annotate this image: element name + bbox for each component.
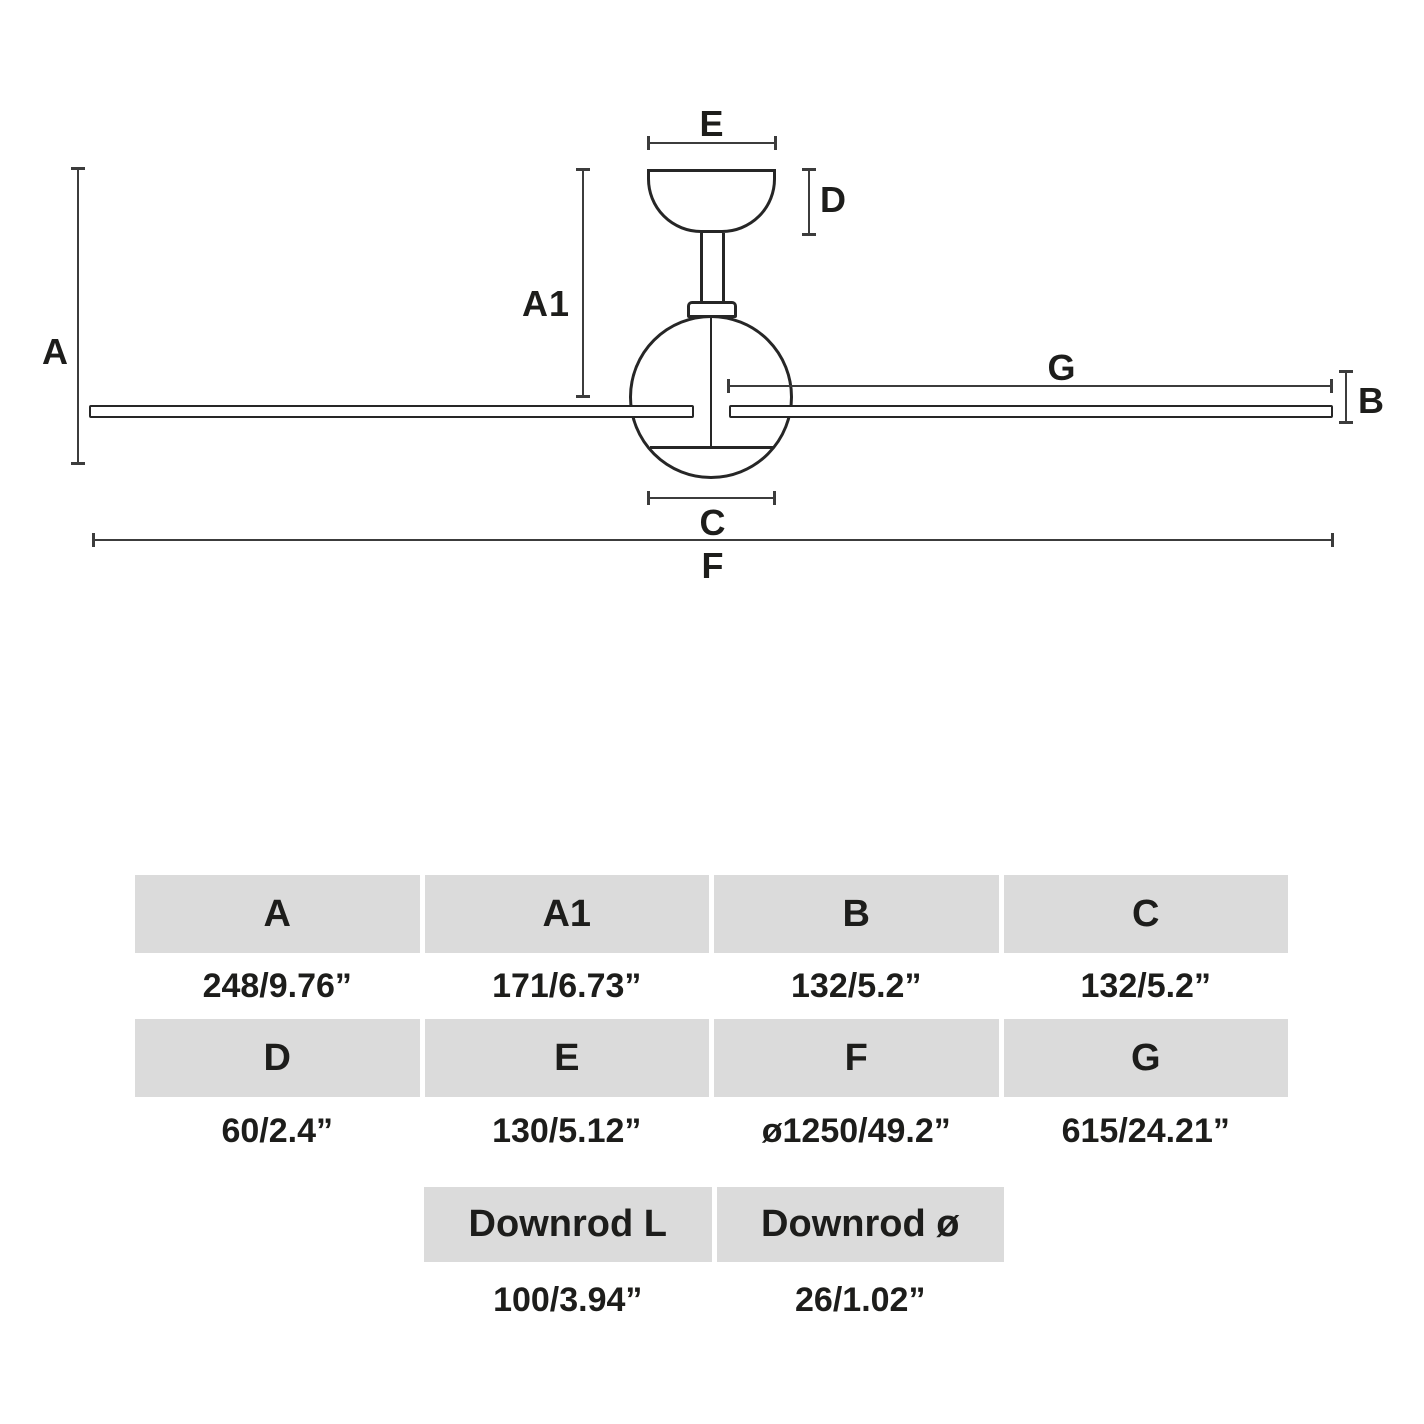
table-header-cell-downrod-l: Downrod L [424, 1187, 712, 1262]
table-header-cell-f: F [714, 1019, 999, 1097]
table-value-cell-downrod-dia: 26/1.02” [716, 1262, 1004, 1338]
table-header-cell-b: B [714, 875, 999, 953]
table-value-cell-g: 615/24.21” [1003, 1097, 1288, 1165]
table-value-cell-a1: 171/6.73” [424, 953, 709, 1019]
table-value-cell-downrod-l: 100/3.94” [424, 1262, 712, 1338]
table-header-cell-downrod-dia: Downrod ø [716, 1187, 1004, 1262]
dimension-label-f: F [701, 545, 725, 586]
table-value-row-1: 248/9.76” 171/6.73” 132/5.2” 132/5.2” [135, 953, 1288, 1019]
table-value-row-3: 100/3.94” 26/1.02” [424, 1262, 1004, 1338]
motor-axis-line [710, 318, 712, 447]
dimension-label-d: D [820, 179, 847, 220]
dimension-label-g: G [1047, 347, 1077, 388]
blade-left-outline [89, 405, 694, 418]
table-header-cell-a: A [135, 875, 420, 953]
dimension-line-d [802, 168, 816, 236]
table-header-cell-c: C [1003, 875, 1288, 953]
dimension-line-a1 [576, 168, 590, 398]
table-header-row-2: D E F G [135, 1019, 1288, 1097]
dimension-line-c [647, 491, 776, 505]
dimension-label-b: B [1358, 380, 1385, 421]
table-value-cell-e: 130/5.12” [424, 1097, 709, 1165]
table-header-row-1: A A1 B C [135, 875, 1288, 953]
dimension-label-e: E [699, 103, 725, 144]
table-header-cell-d: D [135, 1019, 420, 1097]
table-value-cell-c: 132/5.2” [1003, 953, 1288, 1019]
blade-right-outline [729, 405, 1333, 418]
dimension-label-a1: A1 [521, 283, 570, 324]
table-value-cell-b: 132/5.2” [714, 953, 999, 1019]
dimension-label-c: C [699, 502, 727, 543]
dimension-label-a: A [42, 331, 69, 372]
dimension-line-g [727, 379, 1333, 393]
table-value-cell-d: 60/2.4” [135, 1097, 420, 1165]
table-header-row-3: Downrod L Downrod ø [424, 1187, 1004, 1262]
table-value-cell-a: 248/9.76” [135, 953, 420, 1019]
dimension-line-b [1339, 370, 1353, 424]
canopy-outline [647, 169, 776, 233]
dimension-line-a [71, 167, 85, 465]
table-value-cell-f: ø1250/49.2” [714, 1097, 999, 1165]
table-header-cell-a1: A1 [424, 875, 709, 953]
table-header-cell-e: E [424, 1019, 709, 1097]
dimension-line-e [647, 136, 777, 150]
collar-outline [687, 301, 737, 318]
table-header-cell-g: G [1003, 1019, 1288, 1097]
motor-chord-line [650, 446, 774, 449]
table-value-row-2: 60/2.4” 130/5.12” ø1250/49.2” 615/24.21” [135, 1097, 1288, 1165]
dimension-line-f [92, 533, 1334, 547]
downrod-outline [700, 233, 725, 303]
